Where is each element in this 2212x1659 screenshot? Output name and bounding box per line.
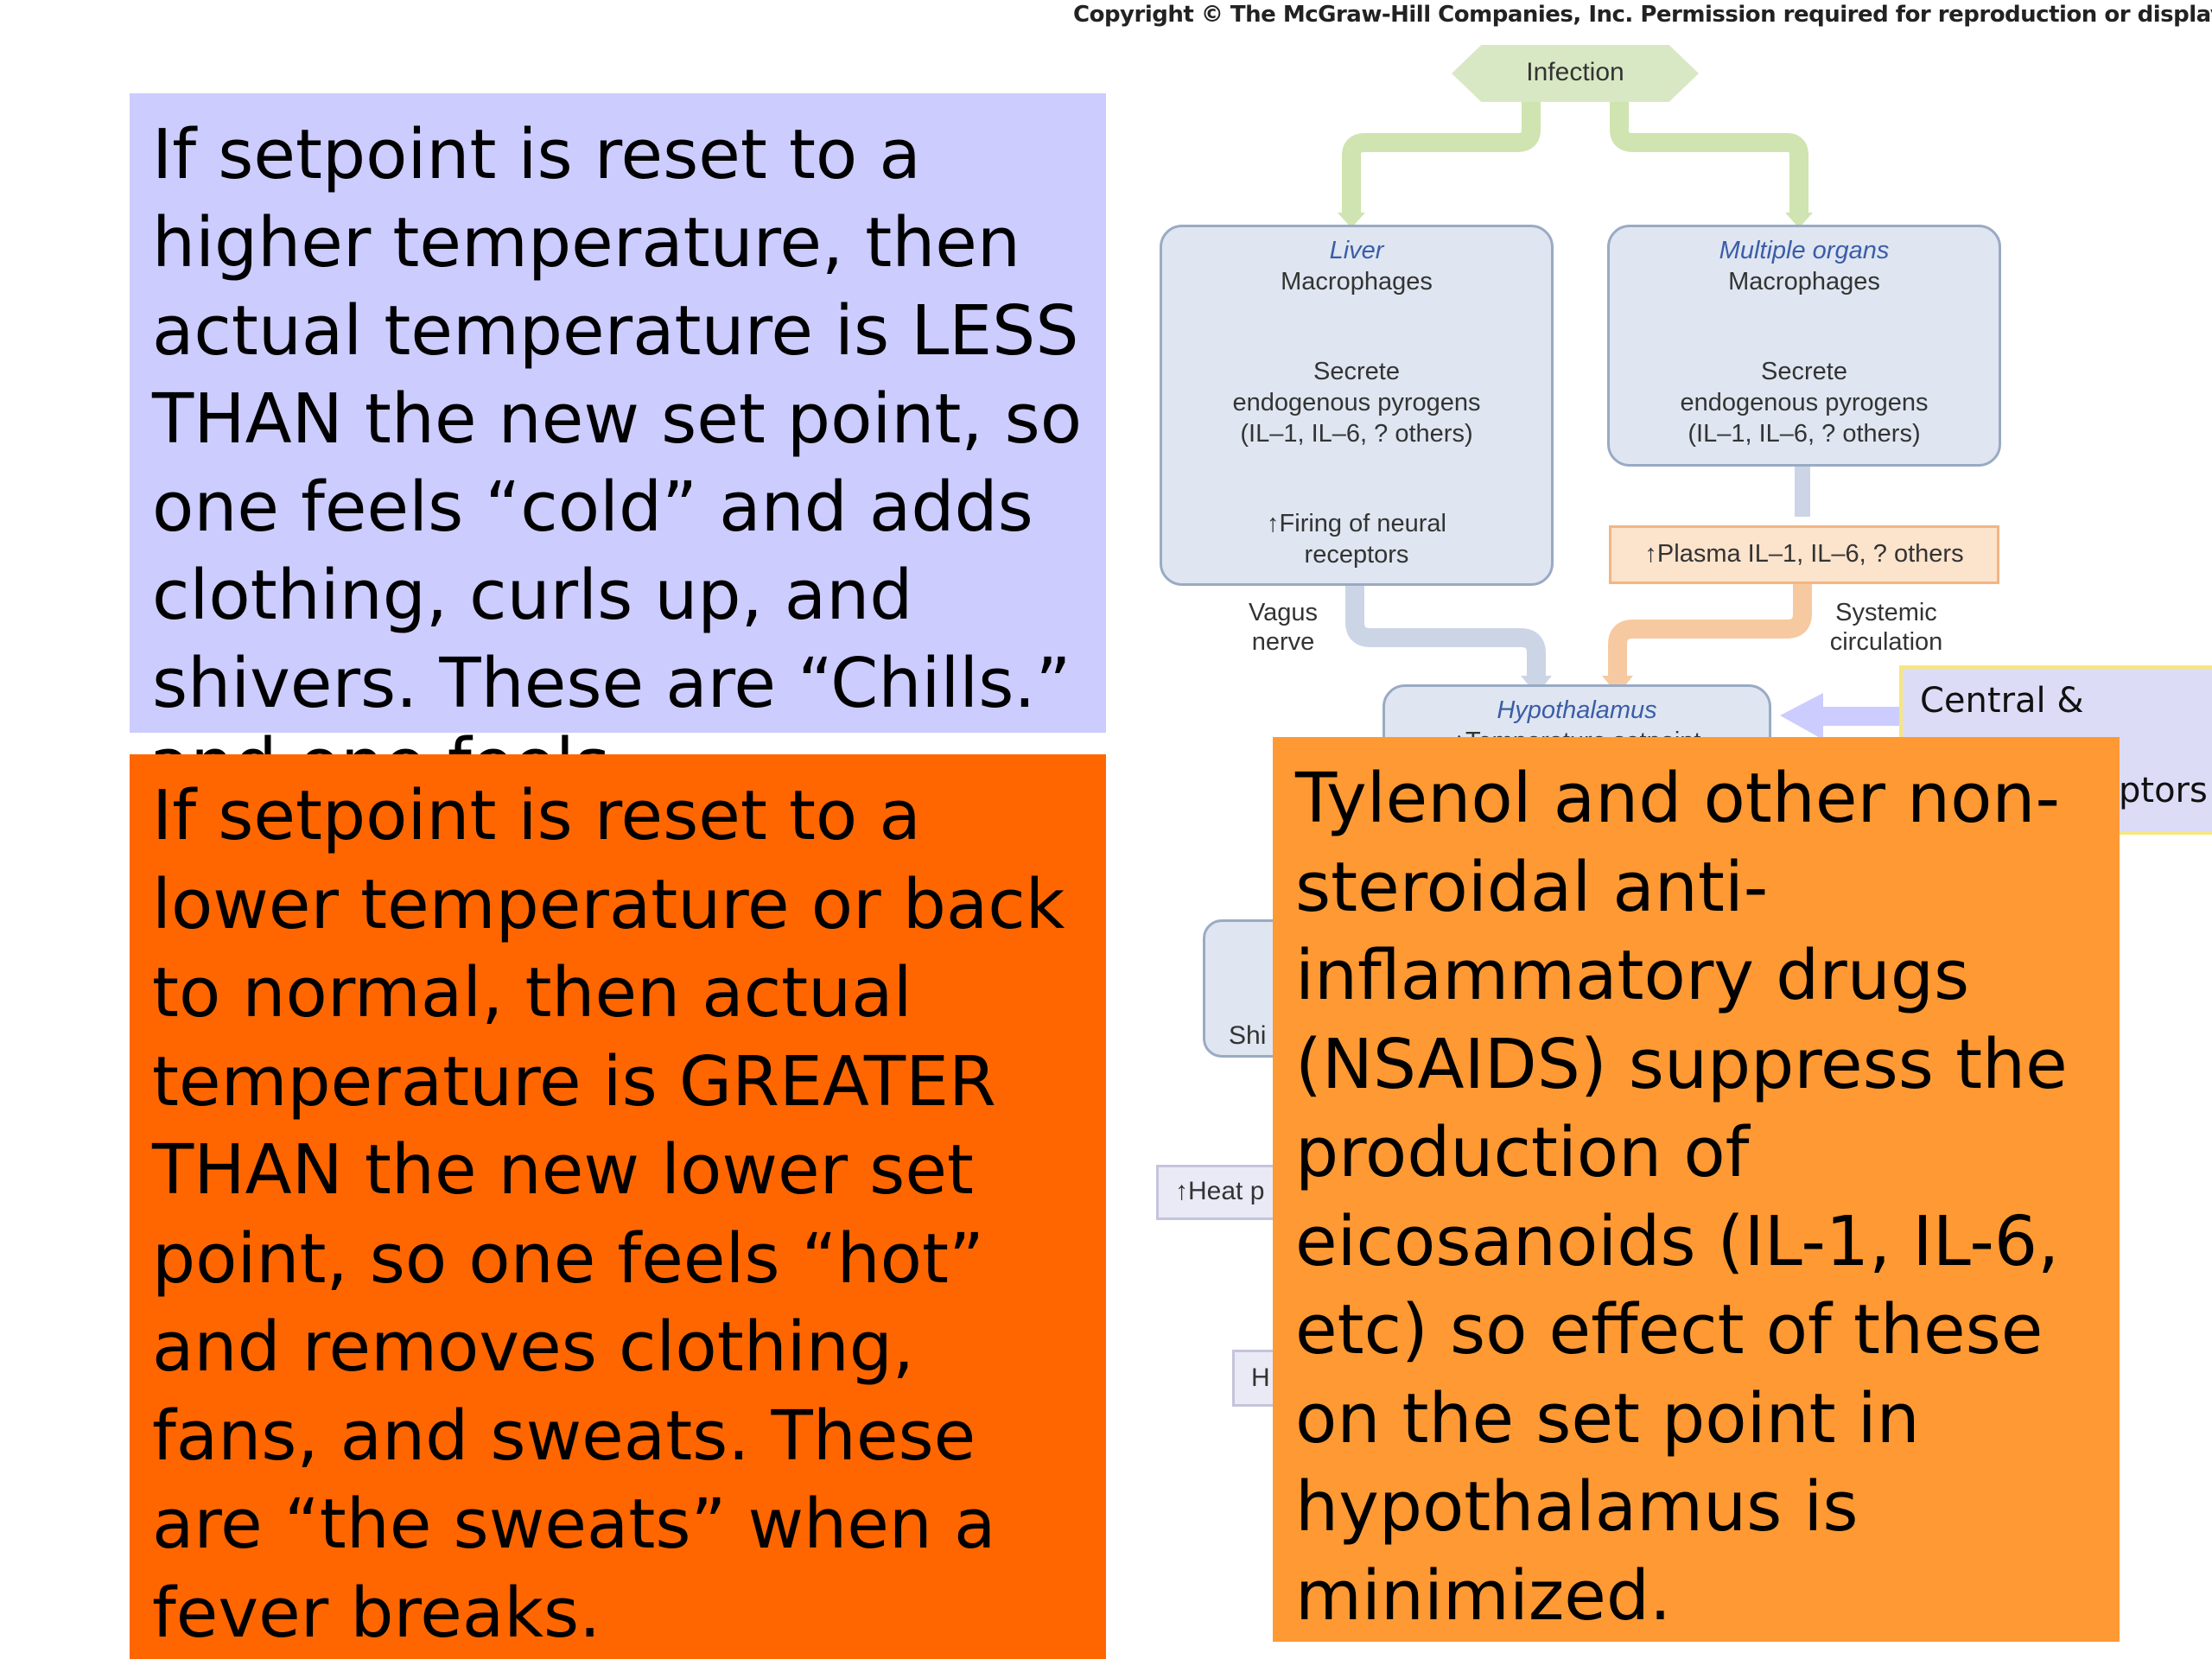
organs-secrete: Secrete xyxy=(1761,358,1847,385)
nsaid-explanation-panel: Tylenol and other non-steroidal anti-inf… xyxy=(1273,737,2120,1642)
liver-box xyxy=(1160,225,1554,586)
vagus-line-1: Vagus xyxy=(1248,599,1319,626)
infection-label: Infection xyxy=(1526,58,1624,86)
sweats-explanation-text: If setpoint is reset to a lower temperat… xyxy=(152,776,1065,1653)
shivering-partial-label: Shi xyxy=(1229,1021,1267,1050)
liver-label: Liver xyxy=(1329,237,1384,264)
systemic-line-2: circulation xyxy=(1829,628,1943,656)
infection-to-organs-arrow xyxy=(1610,99,1808,216)
organs-label: Multiple organs xyxy=(1719,237,1890,264)
plasma-label: ↑Plasma IL–1, IL–6, ? others xyxy=(1644,540,1964,568)
infection-to-liver-arrow xyxy=(1342,99,1541,216)
liver-cytokines: (IL–1, IL–6, ? others) xyxy=(1240,420,1473,448)
nsaid-explanation-text: Tylenol and other non-steroidal anti-inf… xyxy=(1295,759,2068,1636)
hypothalamus-label: Hypothalamus xyxy=(1497,696,1657,724)
plasma-box xyxy=(1609,525,1999,584)
systemic-label: Systemic circulation xyxy=(1813,598,1960,657)
heat-production-box xyxy=(1156,1165,1294,1220)
chills-explanation-text: If setpoint is reset to a higher tempera… xyxy=(152,115,1083,723)
systemic-arrow xyxy=(1608,584,1812,683)
organs-macrophages: Macrophages xyxy=(1728,268,1880,296)
organs-box xyxy=(1607,225,2001,467)
infection-node xyxy=(1452,45,1699,102)
chills-explanation-panel: If setpoint is reset to a higher tempera… xyxy=(130,93,1106,733)
sweats-explanation-panel: If setpoint is reset to a lower temperat… xyxy=(130,754,1106,1659)
heat-production-partial-label: ↑Heat p xyxy=(1175,1177,1265,1205)
systemic-line-1: Systemic xyxy=(1835,599,1937,626)
liver-pyrogens: endogenous pyrogens xyxy=(1232,389,1481,416)
liver-firing: ↑Firing of neural xyxy=(1267,510,1446,537)
organs-cytokines: (IL–1, IL–6, ? others) xyxy=(1688,420,1921,448)
copyright-notice: Copyright © The McGraw-Hill Companies, I… xyxy=(1073,2,2212,28)
vagus-line-2: nerve xyxy=(1251,628,1315,656)
vagus-label: Vagus nerve xyxy=(1227,598,1339,657)
liver-secrete: Secrete xyxy=(1313,358,1400,385)
organs-pyrogens: endogenous pyrogens xyxy=(1680,389,1929,416)
liver-macrophages: Macrophages xyxy=(1281,268,1433,296)
liver-receptors: receptors xyxy=(1304,541,1409,569)
central-receptors-line-3: ptors xyxy=(2119,771,2208,810)
heat-loss-partial-label: H xyxy=(1251,1363,1270,1392)
central-receptors-line-1: Central & xyxy=(1920,681,2084,721)
vagus-arrow xyxy=(1345,581,1546,683)
central-to-hypothalamus-arrow xyxy=(1780,693,1910,740)
